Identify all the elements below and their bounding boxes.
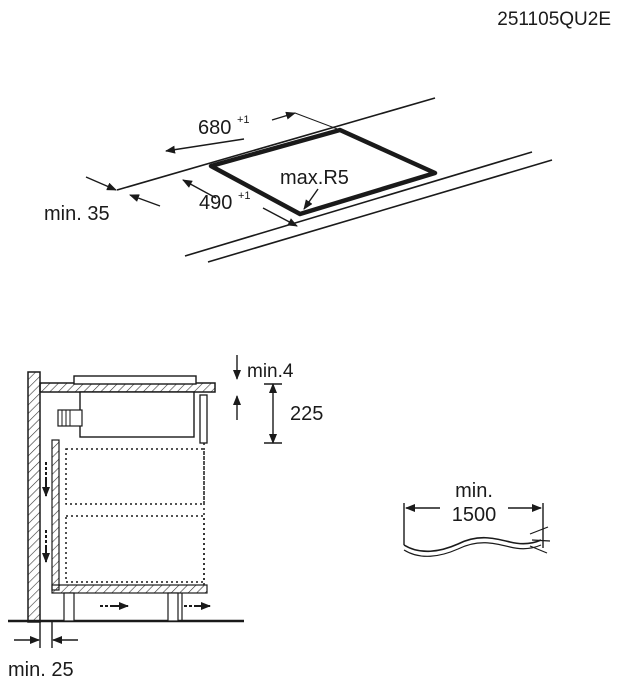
document-code: 251105QU2E <box>497 9 611 30</box>
cable-drawing <box>403 503 551 557</box>
plinth-left <box>63 592 75 622</box>
depth-dimension <box>182 179 298 227</box>
cable-length-line2: 1500 <box>452 504 497 526</box>
height-label: 225 <box>290 403 323 425</box>
hob-glass <box>73 375 197 385</box>
edge-distance-label: min. 35 <box>44 203 110 225</box>
edge-distance-dimension <box>85 176 161 207</box>
cabinet-section <box>8 371 244 623</box>
radius-leader <box>303 188 319 210</box>
worktop-top-view <box>116 97 553 263</box>
hob-body <box>79 391 195 438</box>
height-dimension <box>264 383 282 444</box>
wall <box>27 371 41 623</box>
wall-gap-dimension <box>14 621 78 648</box>
top-gap-label: min.4 <box>247 361 294 382</box>
oven-lower <box>65 515 205 583</box>
cabinet-bottom <box>51 584 208 594</box>
depth-tolerance: +1 <box>238 190 251 202</box>
depth-value: 490 <box>199 192 232 214</box>
cutout-outline <box>208 127 438 217</box>
width-value: 680 <box>198 117 231 139</box>
cabinet-back-panel <box>51 439 60 591</box>
width-tolerance: +1 <box>237 114 250 126</box>
cable-wire <box>403 536 542 553</box>
cable-length-line1: min. <box>455 480 493 502</box>
radius-label: max.R5 <box>280 167 349 189</box>
plinth-right <box>167 592 179 622</box>
front-panel <box>199 394 208 444</box>
oven-upper <box>65 448 205 505</box>
width-dimension <box>165 111 341 154</box>
wall-gap-label: min. 25 <box>8 659 74 680</box>
